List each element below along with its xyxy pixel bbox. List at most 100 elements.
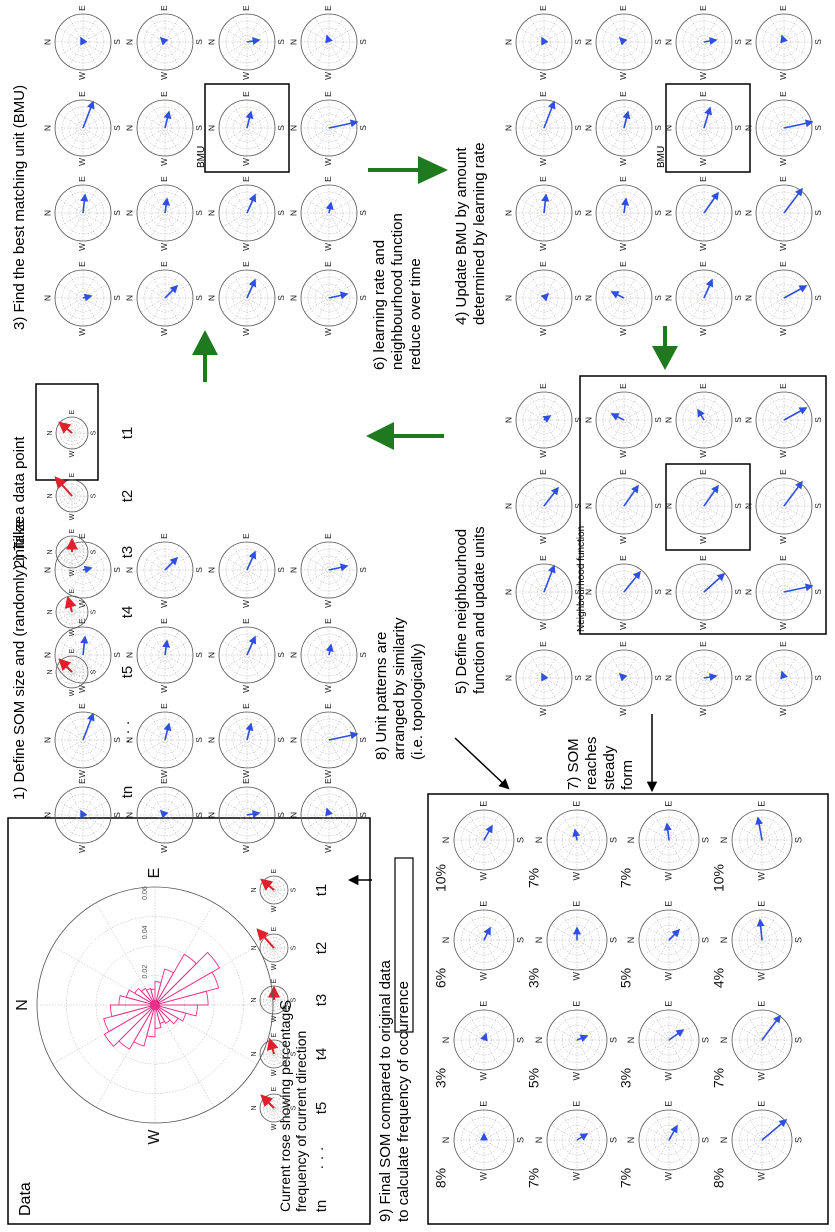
east-label: E (241, 778, 251, 784)
east-label: E (618, 383, 628, 389)
south-label: S (90, 493, 97, 498)
west-label: W (538, 72, 548, 80)
north-label: N (206, 567, 216, 573)
som-grid-initial: NESWNESWNESWNESWNESWNESWNESWNESWNESWNESW… (42, 533, 367, 853)
occurrence-percentage: 3% (526, 968, 542, 988)
rose-petal (154, 1004, 198, 1017)
south-label: S (653, 210, 663, 216)
south-label: S (358, 812, 368, 818)
west-label: W (146, 1129, 163, 1145)
som-grids: NESWNESWNESWNESWNESWNESWNESWNESWNESWNESW… (42, 5, 822, 1188)
west-label: W (663, 1072, 673, 1081)
bmu-label-step3: BMU (196, 146, 207, 168)
north-label: N (206, 812, 216, 818)
north-label: N (743, 503, 753, 509)
unit-weight-arrow (162, 197, 171, 214)
time-step-label: t2 (119, 490, 136, 503)
step6-label-line2: neighbourhood function (389, 213, 406, 370)
east-label: E (77, 176, 87, 182)
west-label: W (241, 243, 251, 251)
occurrence-percentage: 10% (433, 864, 449, 892)
west-label: W (778, 158, 788, 166)
south-label: S (358, 295, 368, 301)
south-label: S (358, 210, 368, 216)
south-label: S (573, 675, 583, 681)
west-label: W (271, 1015, 278, 1022)
east-label: E (241, 618, 251, 624)
unit-weight-arrow (610, 413, 625, 421)
west-label: W (618, 328, 628, 336)
rose-tick-label: 0.04 (142, 925, 149, 939)
north-label: N (719, 1037, 729, 1044)
step7-label-line3: steady (601, 745, 618, 790)
unit-weight-arrow (703, 572, 726, 593)
west-label: W (778, 708, 788, 716)
north-label: N (206, 737, 216, 743)
neighbourhood-box (579, 375, 827, 635)
west-label: W (323, 243, 333, 251)
unit-weight-arrow (80, 809, 88, 819)
time-step-label: tn (119, 786, 136, 799)
north-label: N (626, 1037, 636, 1044)
rose-petal (118, 1004, 156, 1050)
west-label: W (159, 243, 169, 251)
unit-weight-arrow (703, 278, 714, 299)
north-label: N (663, 295, 673, 301)
east-label: E (478, 1101, 488, 1107)
west-label: W (756, 1072, 766, 1081)
rose-tick-label: 0.06 (142, 886, 149, 900)
south-label: S (813, 589, 823, 595)
east-label: E (323, 618, 333, 624)
east-label: E (159, 618, 169, 624)
north-label: N (743, 589, 753, 595)
north-label: N (503, 295, 513, 301)
south-label: S (813, 39, 823, 45)
east-label: E (571, 1101, 581, 1107)
west-label: W (323, 845, 333, 853)
east-label: E (241, 91, 251, 97)
north-label: N (124, 737, 134, 743)
occurrence-percentage: 7% (618, 1168, 634, 1188)
data-point-arrow (64, 595, 77, 613)
south-label: S (276, 567, 286, 573)
process-arrow-step2-to-step3 (192, 330, 218, 382)
south-label: S (701, 837, 711, 843)
neighbourhood-bmu-box (665, 463, 751, 551)
south-label: S (516, 837, 526, 843)
unit-weight-arrow (755, 816, 764, 841)
west-label: W (698, 328, 708, 336)
west-label: W (323, 328, 333, 336)
occurrence-percentage: 3% (618, 1068, 634, 1088)
west-label: W (538, 536, 548, 544)
north-label: N (743, 125, 753, 131)
north-label: N (626, 837, 636, 844)
unit-weight-arrow (245, 722, 254, 741)
west-label: W (77, 72, 87, 80)
west-label: W (756, 1172, 766, 1181)
step4-label-line2: determined by learning rate (471, 142, 488, 325)
east-label: E (538, 555, 548, 561)
south-label: S (112, 737, 122, 743)
south-label: S (733, 210, 743, 216)
west-label: W (478, 1172, 488, 1181)
north-label: N (288, 737, 298, 743)
unit-weight-arrow (576, 1133, 589, 1141)
east-label: E (698, 469, 708, 475)
north-label: N (743, 210, 753, 216)
west-label: W (159, 685, 169, 693)
time-step-label: t5 (313, 1102, 330, 1115)
south-label: S (276, 295, 286, 301)
south-label: S (794, 1037, 804, 1043)
west-label: W (77, 685, 87, 693)
west-label: W (778, 72, 788, 80)
